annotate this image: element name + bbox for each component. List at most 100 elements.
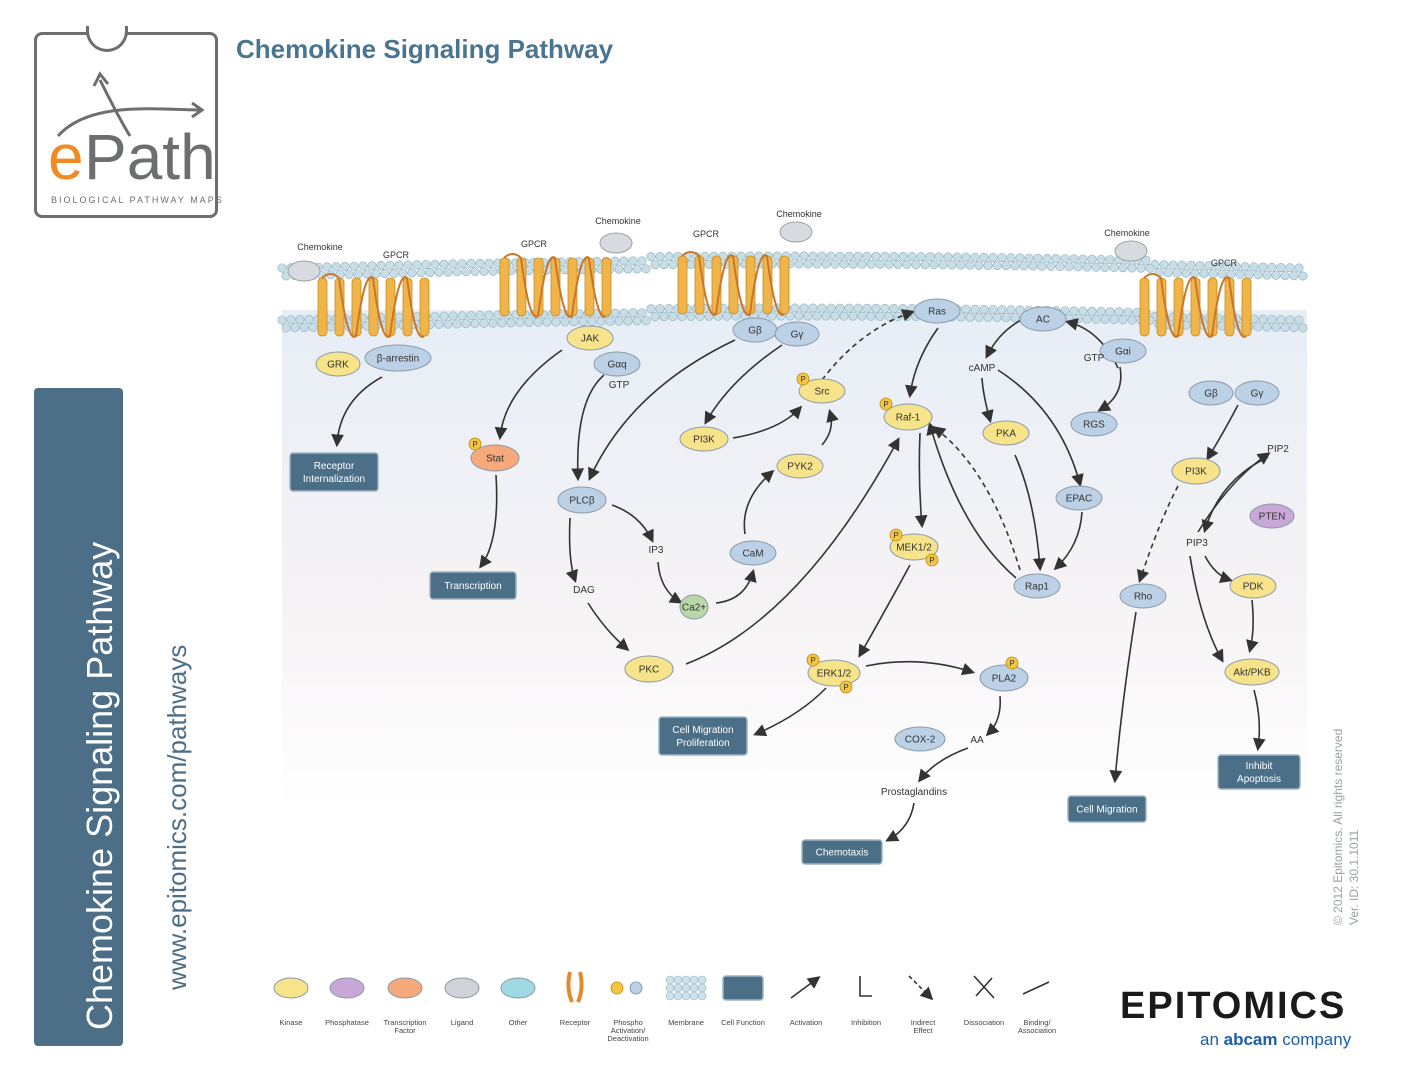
rgs-node: RGS — [1070, 411, 1118, 437]
src-node-label: Src — [815, 387, 830, 398]
cytoplasm — [282, 310, 1307, 810]
cell-migration-proliferation-box-label: Proliferation — [676, 738, 729, 749]
legend-label: Phospho — [613, 1018, 643, 1027]
legend-label: Kinase — [280, 1018, 303, 1027]
pi3k2-node: PI3K — [1171, 457, 1221, 485]
pla2-node-label: PLA2 — [992, 674, 1017, 685]
pka-node-label: PKA — [996, 429, 1016, 440]
chemokine-ligand-2 — [599, 232, 633, 254]
cox2-node-label: COX-2 — [905, 735, 936, 746]
stat-node: Stat — [470, 444, 520, 472]
side-band — [34, 388, 123, 1046]
gaq-node: Gαq — [593, 351, 641, 377]
edge-jak-stat — [494, 349, 563, 441]
cam-node-label: CaM — [742, 549, 763, 560]
gpcr-label: GPCR — [1211, 258, 1238, 268]
b-arrestin-node: β-arrestin — [364, 344, 432, 372]
ip3-label: IP3 — [648, 545, 663, 556]
receptor-internalization-box-label: Receptor — [314, 461, 355, 472]
legend-label: Factor — [394, 1026, 416, 1035]
gpcr-label: GPCR — [383, 250, 410, 260]
raf1-node-label: Raf-1 — [896, 413, 921, 424]
gy-node-label: Gγ — [791, 330, 804, 341]
pten-node-label: PTEN — [1259, 512, 1286, 523]
rap1-node-label: Rap1 — [1025, 582, 1049, 593]
page-title: Chemokine Signaling Pathway — [236, 34, 614, 64]
chemokine-ligand-3 — [779, 221, 813, 243]
legend-label: Effect — [913, 1026, 933, 1035]
edge-aa-prostaglandins — [918, 747, 969, 783]
labels: ChemokineGPCRGPCRChemokineGPCRChemokineC… — [297, 209, 1289, 798]
pyk2-node-label: PYK2 — [787, 462, 813, 473]
rap1-node: Rap1 — [1013, 573, 1061, 599]
grk-node-label: GRK — [327, 360, 349, 371]
edge-gb-pi3k — [1206, 404, 1239, 461]
edge-ip3-ca — [657, 561, 683, 604]
plcb-node-label: PLCβ — [569, 496, 594, 507]
edge-rap1-raf-indirect — [932, 426, 1021, 571]
legend-label: Membrane — [668, 1018, 704, 1027]
gpcr-3 — [677, 251, 790, 316]
b-arrestin-node-label: β-arrestin — [377, 354, 419, 365]
legend-label: Dissociation — [964, 1018, 1004, 1027]
edge-plcb-dag — [565, 517, 578, 584]
phospho-label: P — [810, 656, 815, 665]
chemokine-ligand-4 — [1114, 240, 1148, 262]
phospho-label: P — [843, 683, 848, 692]
legend-label: Deactivation — [607, 1034, 648, 1043]
edge-mek-erk — [858, 564, 911, 658]
legend-label: Phosphatase — [325, 1018, 369, 1027]
edge-cam-pyk2 — [743, 469, 775, 535]
edge-epac-rap1 — [1053, 511, 1083, 571]
functions: ReceptorInternalizationTranscriptionCell… — [289, 452, 1301, 865]
phospho-icon: P — [925, 553, 939, 567]
epac-node-label: EPAC — [1066, 494, 1093, 505]
pyk2-node: PYK2 — [776, 453, 824, 479]
phospho-label: P — [883, 400, 888, 409]
edge-prostaglandins-chemotaxis — [885, 802, 915, 842]
gai-node: Gαi — [1099, 338, 1147, 364]
phospho-icon: P — [879, 397, 893, 411]
rho-node: Rho — [1119, 583, 1167, 609]
akt-node-label: Akt/PKB — [1233, 668, 1271, 679]
edge-rgs-gai — [1097, 366, 1122, 412]
cell-migration-proliferation-box-label: Cell Migration — [672, 725, 733, 736]
edge-pip3-pip2 — [1197, 452, 1271, 533]
chemotaxis-box-label: Chemotaxis — [816, 848, 869, 859]
receptors — [287, 221, 1252, 338]
erk-node-label: ERK1/2 — [817, 669, 852, 680]
jak-node: JAK — [566, 325, 614, 351]
legend-item-other: Other — [500, 977, 536, 1027]
edge-rho-migration — [1109, 611, 1137, 784]
edge-raf-mek — [914, 432, 928, 529]
ras-node-label: Ras — [928, 307, 946, 318]
ac-node-label: AC — [1036, 315, 1050, 326]
legend-label: Other — [509, 1018, 528, 1027]
ac-node: AC — [1019, 306, 1067, 332]
gb2-node: Gβ — [1188, 380, 1234, 406]
rho-node-label: Rho — [1134, 592, 1153, 603]
gb-node: Gβ — [732, 317, 778, 343]
legend-item-cell_function: Cell Function — [721, 975, 765, 1027]
gb2-node-label: Gβ — [1204, 389, 1218, 400]
rgs-node-label: RGS — [1083, 420, 1105, 431]
phospho-icon: P — [468, 437, 482, 451]
chemokine-label: Chemokine — [1104, 228, 1150, 238]
phospho-label: P — [1009, 659, 1014, 668]
legend-item-ligand: Ligand — [444, 977, 480, 1027]
gb-node-label: Gβ — [748, 326, 762, 337]
edge-stat-transcription — [479, 474, 498, 569]
edge-pka-rap1 — [1014, 454, 1046, 572]
brand-sub-suffix: company — [1277, 1030, 1352, 1049]
akt-node: Akt/PKB — [1224, 658, 1280, 686]
logo-arrows-icon — [56, 71, 205, 137]
edge-dag-pkc — [587, 602, 630, 652]
legend-label: Activation — [790, 1018, 823, 1027]
mek-node: MEK1/2 — [889, 533, 939, 561]
gaq-node-label: Gαq — [607, 360, 626, 371]
gy2-node-label: Gγ — [1251, 389, 1264, 400]
gai-node-label: Gαi — [1115, 347, 1131, 358]
